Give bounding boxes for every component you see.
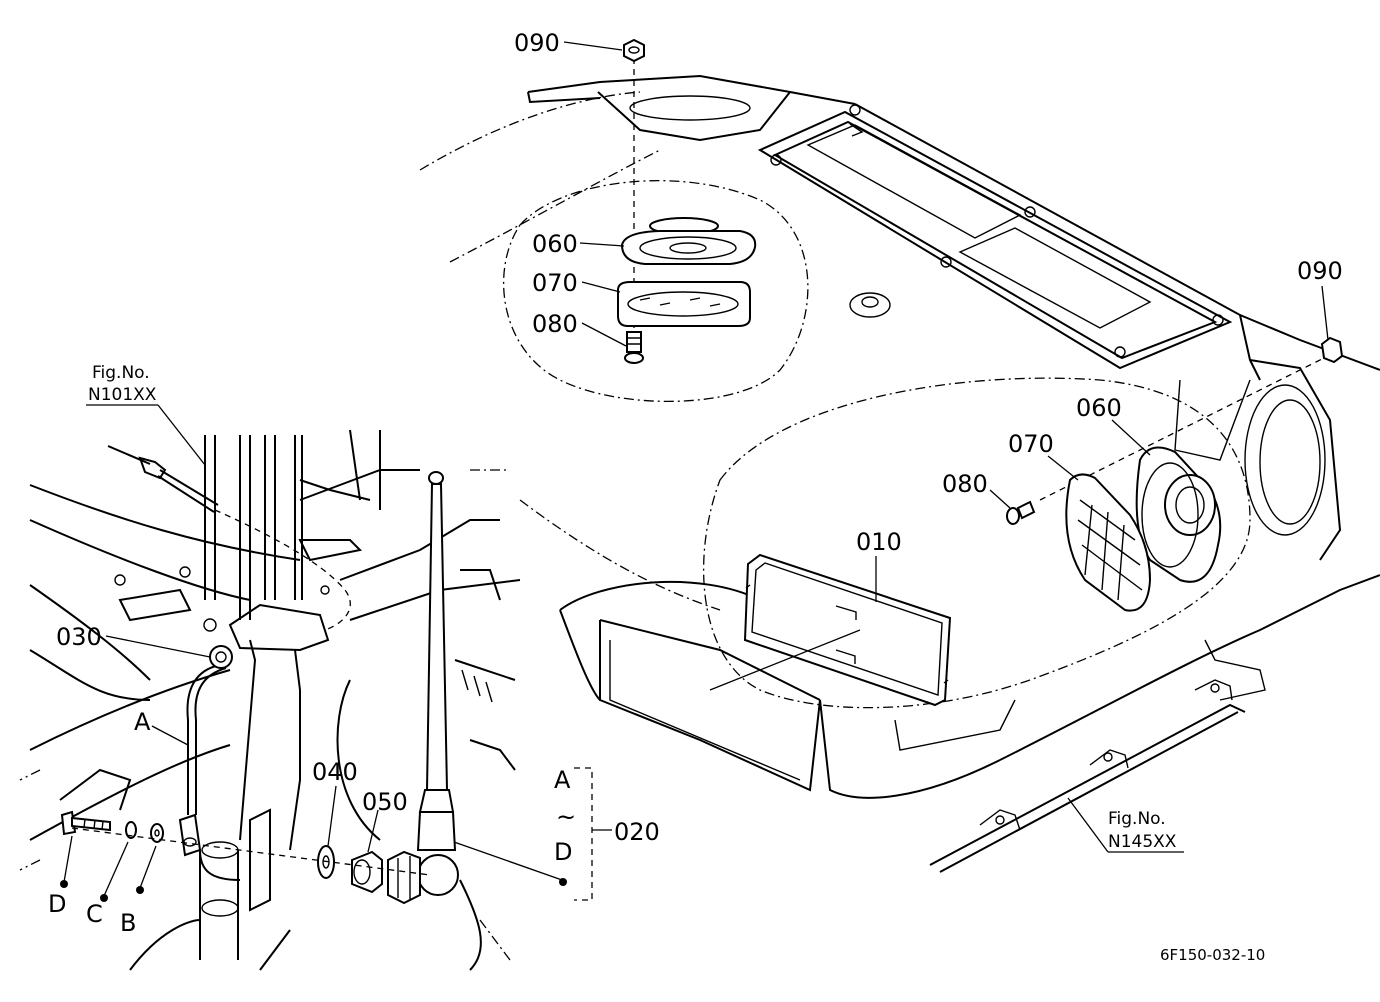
label-020: 020 [614, 818, 660, 846]
cover-010 [743, 553, 952, 707]
detail-callout-outline [503, 180, 809, 402]
label-030: 030 [56, 623, 102, 651]
ref-label-b: B [120, 909, 136, 937]
fig-ref-upper-line1: Fig.No. [92, 363, 150, 383]
grille-070-right [1065, 473, 1152, 612]
speaker-060-upper [620, 217, 757, 265]
range-label-start: A [554, 766, 571, 794]
ref-label-c: C [86, 900, 103, 928]
speaker-060-right [1135, 446, 1222, 583]
fig-ref-lower-line2: N145XX [1108, 832, 1177, 852]
antenna-020 [416, 471, 459, 896]
label-060-left: 060 [532, 230, 578, 258]
label-060-right: 060 [1076, 394, 1122, 422]
label-040: 040 [312, 758, 358, 786]
range-label-separator: ~ [556, 803, 576, 831]
fig-ref-lower-line1: Fig.No. [1108, 809, 1166, 829]
detail-callout-outline [703, 377, 1251, 709]
label-070-right: 070 [1008, 430, 1054, 458]
range-label-end: D [554, 838, 572, 866]
label-080-left: 080 [532, 310, 578, 338]
label-080-right: 080 [942, 470, 988, 498]
ref-label-d: D [48, 890, 66, 918]
leader-lines [60, 41, 1329, 902]
grommet-030 [209, 645, 233, 669]
spacer-050 [351, 850, 383, 894]
label-090-top: 090 [514, 29, 560, 57]
washer-c [125, 821, 137, 839]
drawing-number: 6F150-032-10 [1160, 946, 1265, 964]
label-010: 010 [856, 528, 902, 556]
label-050: 050 [362, 788, 408, 816]
grille-070-upper [617, 281, 751, 327]
fig-ref-upper-line2: N101XX [88, 385, 157, 405]
speaker-assembly-upper [617, 38, 757, 364]
bolt-d [60, 810, 111, 836]
ref-label-a: A [134, 708, 151, 736]
label-090-right: 090 [1297, 257, 1343, 285]
speaker-assembly-lower [743, 336, 1344, 707]
label-070-left: 070 [532, 269, 578, 297]
cab-roof-outline [419, 74, 1380, 873]
washer-b [150, 823, 164, 843]
part-labels: 090 060 070 080 090 060 070 080 010 030 … [48, 29, 1343, 964]
screw-080-upper [624, 331, 644, 364]
antenna-base [387, 850, 421, 905]
screw-080-right [1006, 500, 1036, 525]
antenna-frame [19, 429, 521, 971]
nut-090-right [1320, 336, 1344, 364]
cable-connector-a [178, 813, 202, 857]
nut-090-upper [623, 38, 645, 63]
